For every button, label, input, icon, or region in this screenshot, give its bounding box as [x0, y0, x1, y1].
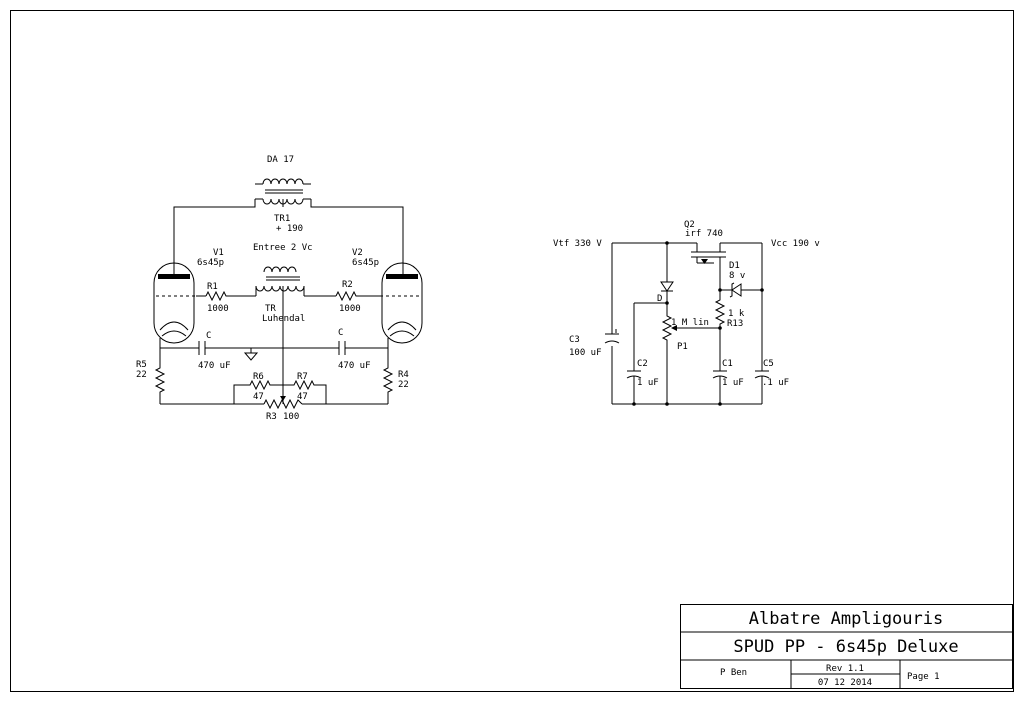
c-left-name: C [206, 331, 211, 341]
d1-name: D1 [729, 261, 740, 271]
company-name: Albatre Ampligouris [749, 609, 943, 629]
title-block: Albatre Ampligouris SPUD PP - 6s45p Delu… [680, 604, 1013, 689]
c5-value: .1 uF [762, 378, 789, 388]
q2-name: Q2 [684, 220, 695, 230]
capacitor-c3 [604, 329, 620, 344]
capacitor-c1 [712, 370, 728, 404]
mosfet-q2 [691, 243, 726, 290]
capacitor-c-right [338, 341, 346, 355]
page-number: Page 1 [907, 672, 940, 682]
r7-value: 47 [297, 392, 308, 402]
v2-name: V2 [352, 248, 363, 258]
c-right-value: 470 uF [338, 361, 371, 371]
v1-name: V1 [213, 248, 224, 258]
resistor-r1 [196, 290, 228, 302]
c3-value: 100 uF [569, 348, 602, 358]
revision: Rev 1.1 [826, 664, 864, 674]
power-supply-schematic: Q2 irf 740 D 1 M lin P1 C2 1 uF [553, 220, 820, 406]
tube-v2 [380, 262, 423, 348]
capacitor-c2 [626, 303, 642, 404]
vout-label: Vcc 190 v [771, 239, 820, 249]
r3-value: 100 [283, 412, 299, 422]
amplifier-schematic: DA 17 TR1 + 190 Entree 2 Vc TR Luhendal [136, 155, 423, 422]
r5-value: 22 [136, 370, 147, 380]
resistor-r4 [382, 348, 394, 404]
resistor-r6 [233, 379, 283, 404]
r3-name: R3 [266, 412, 277, 422]
input-transformer-name: TR [265, 304, 276, 314]
input-transformer [228, 266, 336, 404]
tr1-name: TR1 [274, 214, 290, 224]
r2-value: 1000 [339, 304, 361, 314]
c-left-value: 470 uF [198, 361, 231, 371]
c5-name: C5 [763, 359, 774, 369]
p1-name: P1 [677, 342, 688, 352]
potentiometer-p1 [661, 303, 720, 404]
r6-name: R6 [253, 372, 264, 382]
output-transformer [173, 178, 404, 265]
resistor-r13 [714, 290, 726, 371]
author: P Ben [720, 668, 747, 678]
r4-value: 22 [398, 380, 409, 390]
tr1-voltage: + 190 [276, 224, 303, 234]
r13-value: 1 k [728, 309, 745, 319]
r6-value: 47 [253, 392, 264, 402]
r4-name: R4 [398, 370, 409, 380]
output-transformer-label: DA 17 [267, 155, 294, 165]
resistor-r7 [283, 379, 327, 404]
r2-name: R2 [342, 280, 353, 290]
zener-d1 [720, 282, 762, 298]
resistor-r2 [335, 290, 380, 302]
vin-label: Vtf 330 V [553, 239, 602, 249]
q2-part: irf 740 [685, 229, 723, 239]
input-transformer-maker: Luhendal [262, 314, 305, 324]
c2-name: C2 [637, 359, 648, 369]
r13-name: R13 [727, 319, 743, 329]
input-label: Entree 2 Vc [253, 243, 313, 253]
v1-type: 6s45p [197, 258, 224, 268]
r1-value: 1000 [207, 304, 229, 314]
c2-value: 1 uF [637, 378, 659, 388]
date: 07 12 2014 [818, 678, 872, 688]
sheet-border [10, 10, 1014, 692]
tube-v1 [153, 262, 196, 348]
ground-icon [243, 348, 259, 361]
c1-value: 1 uF [722, 378, 744, 388]
r1-name: R1 [207, 282, 218, 292]
r5-name: R5 [136, 360, 147, 370]
diode-d [660, 243, 674, 303]
resistor-r5 [154, 348, 166, 404]
c-right-name: C [338, 328, 343, 338]
capacitor-c-left [198, 341, 206, 355]
c3-name: C3 [569, 335, 580, 345]
c1-name: C1 [722, 359, 733, 369]
p1-value: 1 M lin [671, 318, 709, 328]
r7-name: R7 [297, 372, 308, 382]
potentiometer-r3 [263, 396, 303, 410]
capacitor-c5 [754, 370, 770, 404]
project-name: SPUD PP - 6s45p Deluxe [733, 637, 958, 657]
d1-value: 8 v [729, 271, 745, 281]
v2-type: 6s45p [352, 258, 379, 268]
d-name: D [657, 294, 662, 304]
